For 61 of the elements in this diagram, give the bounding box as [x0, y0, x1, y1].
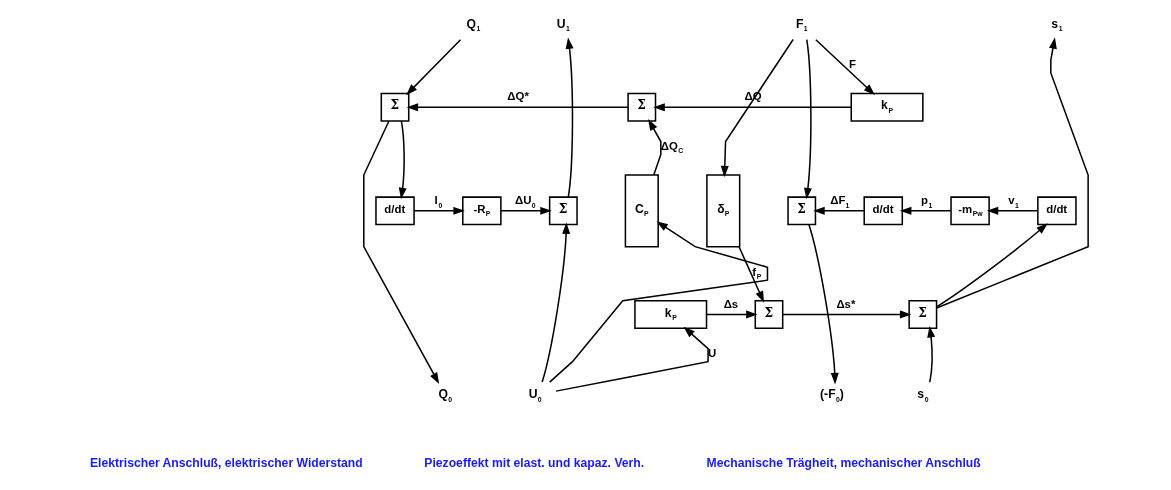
edge-label: F — [848, 57, 856, 70]
arrow — [737, 245, 764, 303]
node-text: F$_{1}$ — [795, 16, 807, 32]
arrow — [812, 206, 865, 215]
arrow — [398, 119, 407, 199]
arrow — [935, 222, 1048, 308]
arrow — [720, 38, 794, 177]
node-text: U$_{0}$ — [528, 386, 542, 403]
arrow — [935, 36, 1089, 309]
edge-label: Δs* — [835, 297, 855, 310]
node-box: d/dt — [374, 195, 415, 225]
edge-label: Δs — [723, 297, 738, 310]
edge-label: p$_{1}$ — [920, 193, 932, 208]
arrow — [540, 222, 570, 383]
arrow — [986, 206, 1038, 215]
node-box: Σ — [907, 299, 937, 329]
node-box: k$_{P}$ — [633, 299, 707, 329]
node-text: (-F$_{0}$) — [819, 386, 844, 403]
node-box: d/dt — [1036, 195, 1077, 225]
node-box: Σ — [786, 195, 816, 225]
arrow — [899, 206, 952, 215]
arrow — [405, 38, 461, 95]
node-box: Σ — [380, 92, 409, 122]
edge-label: v$_{1}$ — [1007, 193, 1019, 208]
node-box: Σ — [548, 195, 578, 225]
edge-label: f$_{P}$ — [751, 265, 761, 280]
arrow — [565, 36, 574, 198]
node-box: C$_{P}$ — [624, 173, 659, 247]
node-box: -m$_{Pw}$ — [949, 195, 990, 225]
node-text: s$_{1}$ — [1050, 16, 1063, 32]
node-text: Q$_{1}$ — [466, 16, 480, 32]
edge-label: ΔU$_{0}$ — [514, 193, 536, 208]
arrow — [814, 38, 875, 95]
arrow — [548, 220, 768, 383]
arrow — [705, 309, 758, 318]
node-box: Σ — [754, 299, 783, 329]
arrow — [554, 326, 709, 392]
label: Elektrischer Anschluß, elektrischer Widerstand — [89, 455, 363, 470]
edge-label: ΔQ* — [506, 89, 529, 102]
edge-label: I$_{0}$ — [434, 193, 442, 208]
arrow — [926, 325, 935, 383]
label: Mechanische Trägheit, mechanischer Anschluß — [706, 455, 981, 470]
node-text: Q$_{0}$ — [437, 386, 452, 403]
arrow — [647, 118, 662, 176]
arrow — [652, 102, 852, 111]
arrow — [807, 223, 839, 384]
arrow — [412, 206, 465, 215]
node-text: U$_{1}$ — [556, 16, 570, 32]
label: Piezoeffekt mit elast. und kapaz. Verh. — [423, 455, 644, 470]
node-box: d/dt — [862, 195, 903, 225]
arrow — [499, 206, 552, 215]
arrow — [406, 102, 629, 111]
node-box: Σ — [626, 92, 656, 122]
edge-label: ΔF$_{1}$ — [829, 193, 849, 208]
arrow — [362, 120, 439, 384]
arrow — [781, 309, 911, 318]
node-box: k$_{P}$ — [850, 92, 924, 122]
node-box: -R$_{P}$ — [461, 195, 502, 225]
arrow — [803, 38, 812, 199]
node-text: s$_{0}$ — [916, 386, 929, 403]
node-box: δ$_{P}$ — [705, 173, 740, 247]
